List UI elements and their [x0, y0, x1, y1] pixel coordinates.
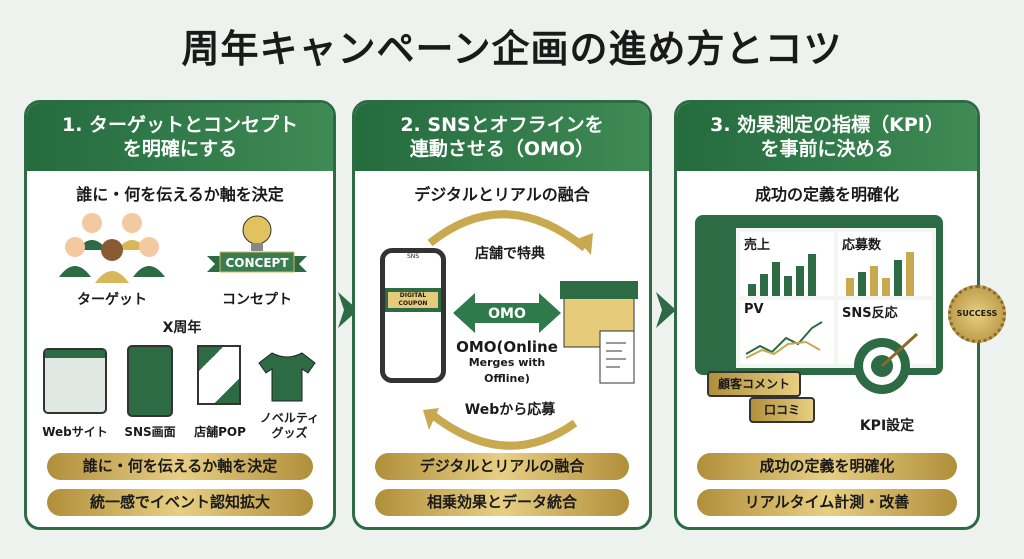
- omo-cycle-arrows: [423, 210, 593, 450]
- store-pop-icon: [197, 345, 241, 405]
- step-3-subtitle: 成功の定義を明確化: [754, 185, 899, 204]
- point-pill: 誰に・何を伝えるか軸を決定: [47, 453, 313, 480]
- target-label: ターゲット: [77, 292, 147, 308]
- step-1-subtitle: 誰に・何を伝えるか軸を決定: [76, 185, 284, 204]
- concept-label: コンセプト: [222, 292, 292, 308]
- header-line: 連動させる（OMO）: [409, 138, 595, 160]
- sns-label: SNS画面: [124, 425, 176, 439]
- sns-screen-icon: [127, 345, 173, 417]
- pop-label: 店舗POP: [194, 425, 246, 439]
- sales-label: 売上: [744, 238, 771, 253]
- goods-label: ノベルティグッズ: [252, 411, 327, 441]
- omo-label: OMO: [488, 306, 526, 322]
- anniversary-logo: X周年: [162, 320, 202, 336]
- goods-line: ノベルティ: [259, 411, 320, 425]
- sns-reaction-label: SNS反応: [842, 306, 898, 321]
- goods-line: グッズ: [271, 426, 308, 440]
- chevron-right-icon: [656, 292, 676, 328]
- step-3-header: 3. 効果測定の指標（KPI）を事前に決める: [677, 103, 977, 171]
- pv-chart: PV: [740, 300, 834, 364]
- pv-label: PV: [744, 302, 764, 317]
- point-pill: 統一感でイベント認知拡大: [47, 489, 313, 516]
- omo-definition-line: OMO(Online: [456, 338, 558, 356]
- web-entry-label: Webから応募: [464, 402, 556, 418]
- success-badge: SUCCESS: [948, 285, 1006, 343]
- target-icon: [854, 332, 919, 394]
- entries-chart: 応募数: [838, 232, 932, 296]
- omo-double-arrow: OMO: [453, 293, 561, 333]
- people-icon: [59, 213, 165, 283]
- step-2-panel: 2. SNSとオフラインを連動させる（OMO） デジタルとリアルの融合 SNS …: [352, 100, 652, 530]
- header-line: 1. ターゲットとコンセプト: [61, 114, 299, 136]
- website-icon: [43, 348, 107, 414]
- review-bubble: 口コミ: [749, 397, 815, 423]
- header-line: を事前に決める: [760, 138, 894, 160]
- point-pill: 相乗効果とデータ統合: [375, 489, 629, 516]
- header-line: を明確にする: [122, 138, 238, 160]
- omo-definition-line: Merges with Offline): [468, 356, 546, 385]
- coupon-line: DIGITAL: [399, 292, 427, 299]
- kpi-label: KPI設定: [859, 418, 915, 434]
- phone-app-label: SNS: [406, 253, 420, 260]
- website-label: Webサイト: [42, 425, 108, 439]
- chevron-right-icon: [338, 292, 358, 328]
- step-3-panel: 3. 効果測定の指標（KPI）を事前に決める 成功の定義を明確化 売上 応募数 …: [674, 100, 980, 530]
- store-icon: [560, 281, 638, 384]
- page-title: 周年キャンペーン企画の進め方とコツ: [181, 27, 843, 71]
- header-line: 3. 効果測定の指標（KPI）: [710, 114, 944, 136]
- point-pill: 成功の定義を明確化: [697, 453, 957, 480]
- coupon-line: COUPON: [398, 300, 428, 307]
- step-2-header: 2. SNSとオフラインを連動させる（OMO）: [355, 103, 649, 171]
- point-pill: リアルタイム計測・改善: [697, 489, 957, 516]
- lightbulb-icon: CONCEPT: [207, 215, 307, 273]
- step-1-header: 1. ターゲットとコンセプトを明確にする: [27, 103, 333, 171]
- header-line: 2. SNSとオフラインを: [400, 114, 604, 136]
- point-pill: デジタルとリアルの融合: [375, 453, 629, 480]
- entries-label: 応募数: [842, 238, 882, 253]
- tshirt-icon: [258, 352, 316, 402]
- concept-banner: CONCEPT: [225, 256, 289, 270]
- step-1-panel: 1. ターゲットとコンセプトを明確にする 誰に・何を伝えるか軸を決定 CONCE…: [24, 100, 336, 530]
- sales-chart: 売上: [740, 232, 834, 296]
- customer-comment-bubble: 顧客コメント: [707, 371, 801, 397]
- step-2-subtitle: デジタルとリアルの融合: [414, 185, 590, 204]
- store-benefit-label: 店舗で特典: [475, 246, 545, 262]
